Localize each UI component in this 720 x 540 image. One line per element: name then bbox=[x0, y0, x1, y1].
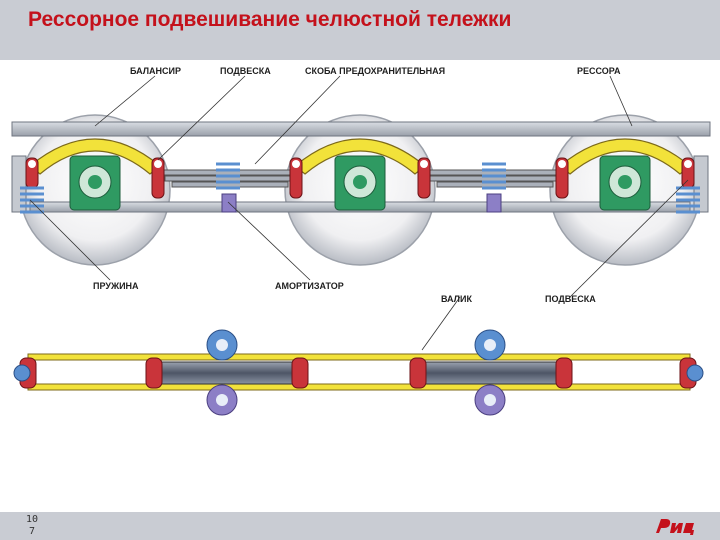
hanger bbox=[555, 157, 569, 199]
side-view: БАЛАНСИР ПОДВЕСКА СКОБА ПРЕДОХРАНИТЕЛЬНА… bbox=[11, 66, 711, 351]
page-number: 10 7 bbox=[22, 514, 42, 538]
leader-lines bbox=[29, 75, 689, 351]
balancer bbox=[424, 169, 566, 188]
axle-box bbox=[69, 155, 121, 211]
coil-spring bbox=[20, 186, 44, 214]
frame-end bbox=[693, 155, 709, 213]
label-safety-bracket: СКОБА ПРЕДОХРАНИТЕЛЬНАЯ bbox=[305, 66, 445, 76]
coil-spring bbox=[216, 162, 240, 190]
end-caps bbox=[13, 364, 704, 382]
label-pin: ВАЛИК bbox=[441, 294, 472, 304]
axle-hub bbox=[206, 329, 238, 416]
balancer bbox=[159, 169, 301, 188]
page-number-line: 10 bbox=[25, 514, 39, 525]
header-bar bbox=[0, 0, 720, 60]
axle-box bbox=[599, 155, 651, 211]
frame-end bbox=[11, 155, 27, 213]
bogie-suspension-diagram: БАЛАНСИР ПОДВЕСКА СКОБА ПРЕДОХРАНИТЕЛЬНА… bbox=[11, 66, 711, 416]
label-coil-spring: ПРУЖИНА bbox=[93, 281, 139, 291]
hanger bbox=[417, 157, 431, 199]
shock-absorber bbox=[486, 193, 502, 213]
label-leaf-spring: РЕССОРА bbox=[577, 66, 621, 76]
axle-box bbox=[334, 155, 386, 211]
label-hanger-bottom: ПОДВЕСКА bbox=[545, 294, 596, 304]
footer-bar bbox=[0, 512, 720, 540]
hanger bbox=[25, 157, 39, 189]
hanger bbox=[289, 157, 303, 199]
coil-spring bbox=[482, 162, 506, 190]
top-view bbox=[13, 329, 704, 416]
pin-rod bbox=[149, 361, 301, 385]
bogie-frame-top bbox=[11, 121, 711, 137]
coil-spring bbox=[676, 186, 700, 214]
pin-rod bbox=[414, 361, 566, 385]
hanger bbox=[151, 157, 165, 199]
hanger bbox=[681, 157, 695, 189]
label-shock-absorber: АМОРТИЗАТОР bbox=[275, 281, 344, 291]
rzd-logo bbox=[656, 519, 694, 535]
axle-hub bbox=[474, 329, 506, 416]
label-balancer: БАЛАНСИР bbox=[130, 66, 181, 76]
page-number-line: 7 bbox=[28, 526, 36, 537]
page-title: Рессорное подвешивание челюстной тележки bbox=[28, 8, 512, 31]
label-hanger-top: ПОДВЕСКА bbox=[220, 66, 271, 76]
